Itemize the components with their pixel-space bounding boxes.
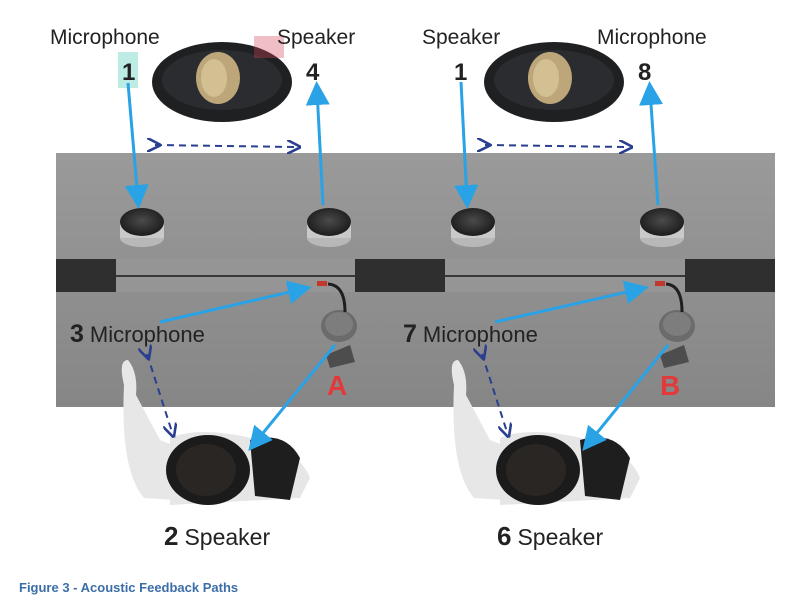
figure-caption: Figure 3 - Acoustic Feedback Paths: [19, 580, 239, 595]
table-strip-block-right: [685, 259, 775, 292]
number-1-left: 1: [122, 59, 136, 86]
unit-letter-b: B: [660, 370, 681, 401]
label-mid-right-text: Microphone: [422, 322, 538, 347]
arrow-7-to-mic-b: [494, 280, 649, 324]
label-top-right-microphone: Microphone: [597, 26, 707, 49]
conference-unit-b: [655, 281, 695, 368]
dashed-arrow-bottom-right: [482, 354, 507, 432]
number-2: 2: [164, 521, 179, 551]
conference-unit-a: [317, 281, 357, 368]
table-strip-block-left: [56, 259, 116, 292]
arrow-unit-b-to-speaker-6: [582, 344, 670, 452]
label-bottom-left-text: Speaker: [184, 524, 271, 550]
number-1-right: 1: [454, 59, 468, 86]
arrow-1-to-right-mic: [454, 81, 479, 209]
arrow-unit-a-to-speaker-2: [248, 344, 337, 451]
number-3: 3: [70, 320, 84, 348]
dashed-arrow-top-right: [485, 145, 627, 147]
person-bottom-left: [121, 360, 310, 505]
speaker-puck-3: [451, 208, 495, 247]
arrow-3-to-mic-a: [159, 280, 312, 324]
speaker-puck-1: [120, 208, 164, 247]
number-4: 4: [306, 59, 320, 86]
arrow-left-speaker-to-4: [305, 81, 330, 206]
speaker-puck-4: [640, 208, 684, 247]
number-7: 7: [403, 320, 417, 348]
unit-letter-a: A: [327, 370, 348, 401]
arrow-right-speaker-to-8: [639, 81, 664, 206]
dashed-arrow-bottom-left: [147, 354, 172, 432]
number-8: 8: [638, 59, 652, 86]
label-top-right-speaker: Speaker: [422, 26, 501, 49]
label-mid-left-text: Microphone: [89, 322, 205, 347]
number-6: 6: [497, 521, 512, 551]
arrow-1-to-left-mic: [124, 82, 149, 209]
label-top-left-speaker: Speaker: [277, 26, 356, 49]
table-strip-block-mid: [355, 259, 445, 292]
person-top-left: [118, 36, 292, 122]
person-top-right: [484, 42, 624, 122]
speaker-puck-2: [307, 208, 351, 247]
label-top-left-microphone: Microphone: [50, 26, 160, 49]
label-bottom-right-text: Speaker: [517, 524, 604, 550]
dashed-arrow-top-left: [155, 145, 295, 147]
